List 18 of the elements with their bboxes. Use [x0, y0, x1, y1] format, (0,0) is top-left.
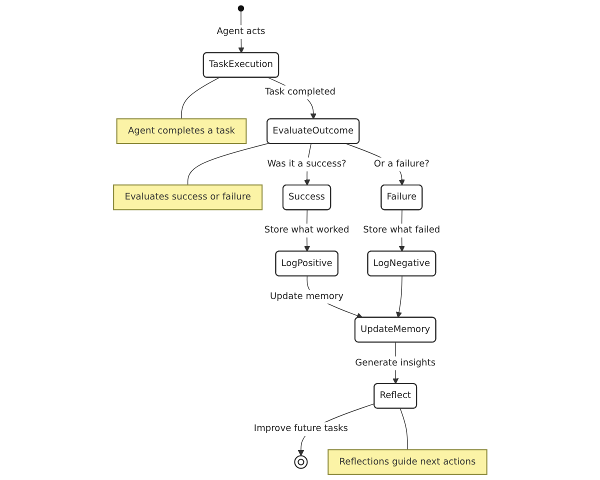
- arrow: [396, 276, 402, 318]
- edge-label: Was it a success?: [267, 158, 346, 170]
- edge-label: Store what worked: [264, 225, 350, 236]
- node-circle: [238, 5, 244, 12]
- connector: [400, 408, 408, 450]
- node-circle: [294, 455, 308, 469]
- edge-label: Agent acts: [216, 26, 266, 37]
- edge-label: Generate insights: [354, 358, 436, 368]
- connector: [187, 142, 270, 186]
- edge-label: Or a failure?: [374, 158, 430, 170]
- node-box: Reflections guide next actions: [327, 449, 488, 475]
- edge-label: Update memory: [270, 291, 344, 302]
- edge-label: Improve future tasks: [254, 424, 348, 434]
- edge-label: Task completed: [264, 86, 336, 98]
- node-box: Evaluates success or failure: [112, 184, 262, 210]
- node-box: Agent completes a task: [116, 118, 246, 144]
- connector: [180, 77, 220, 120]
- edge-label: Store what failed: [362, 225, 440, 236]
